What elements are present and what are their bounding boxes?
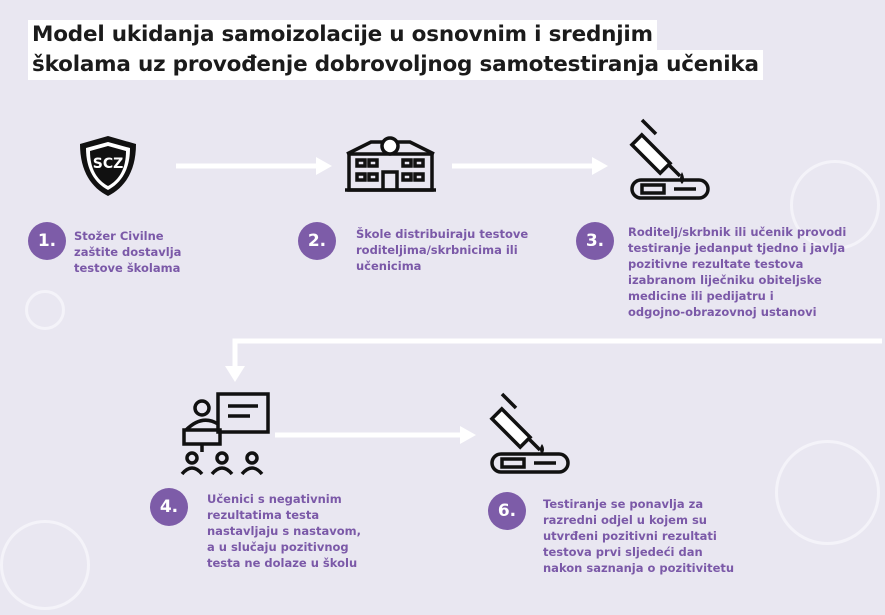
title-line-1: Model ukidanja samoizolacije u osnovnim …	[28, 20, 657, 50]
shield-label: SCZ	[93, 156, 124, 172]
step-text-2: Škole distribuiraju testove roditeljima/…	[356, 227, 529, 273]
step-number-6: 6.	[488, 492, 526, 530]
title-line-2: školama uz provođenje dobrovoljnog samot…	[28, 50, 763, 80]
step-text-3: Roditelj/skrbnik ili učenik provodi test…	[628, 225, 847, 319]
step-number-2: 2.	[298, 222, 336, 260]
step-text-6: Testiranje se ponavlja za razredni odjel…	[543, 497, 735, 575]
step-number-3: 3.	[576, 222, 614, 260]
arrow-4-6	[275, 426, 476, 444]
arrow-1-2	[176, 157, 332, 175]
virus-decoration	[0, 520, 90, 610]
arrow-3-4	[225, 338, 882, 382]
test-dropper-icon	[489, 392, 570, 474]
shield-icon: SCZ	[80, 136, 136, 196]
virus-decoration	[775, 440, 880, 545]
step-number-1: 1.	[28, 222, 66, 260]
virus-decoration	[790, 160, 880, 250]
step-text-4: Učenici s negativnim rezultatima testa n…	[207, 492, 361, 570]
page-title: Model ukidanja samoizolacije u osnovnim …	[28, 20, 763, 80]
step-text-1: Stožer Civilne zaštite dostavlja testove…	[74, 229, 182, 275]
step-number-4: 4.	[150, 488, 188, 526]
classroom-icon	[180, 392, 270, 476]
arrow-2-3	[452, 157, 608, 175]
school-icon	[345, 136, 436, 192]
test-dropper-icon	[629, 118, 710, 200]
virus-decoration	[25, 290, 65, 330]
